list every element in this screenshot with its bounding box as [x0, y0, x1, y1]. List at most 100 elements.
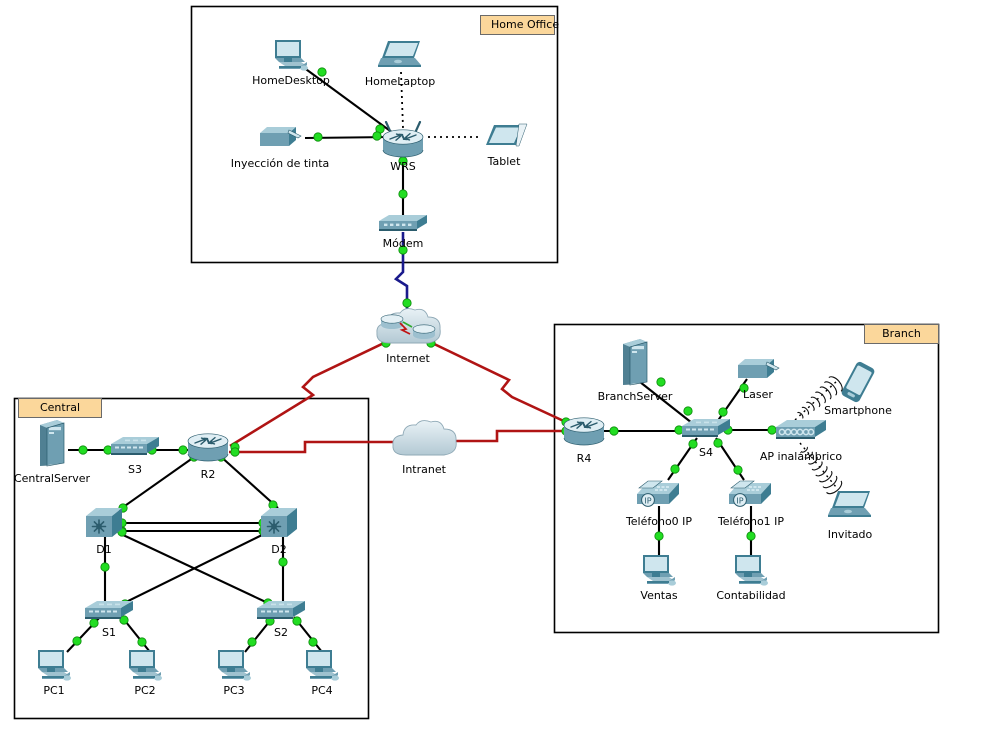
link-D1-to-S2[interactable] — [120, 533, 271, 605]
device-pc1[interactable]: PC1 — [34, 648, 74, 697]
zone-tag-branch[interactable]: Branch — [864, 324, 939, 344]
device-internet[interactable]: Internet — [372, 305, 444, 365]
link-status-dot — [656, 377, 666, 387]
device-s3[interactable]: S3 — [109, 435, 161, 476]
link-BranchServer-to-S4[interactable] — [639, 381, 693, 424]
device-centralserver[interactable]: CentralServer — [14, 419, 90, 485]
device-branchserver[interactable]: BranchServer — [598, 338, 672, 403]
ipphone-icon: IP — [727, 478, 775, 514]
device-label-laser: Laser — [743, 388, 773, 401]
device-label-telefono1ip: Teléfono1 IP — [717, 515, 785, 528]
device-pc4[interactable]: PC4 — [302, 648, 342, 697]
device-label-tablet: Tablet — [487, 155, 521, 168]
link-HomeDesktop-to-WRS[interactable] — [302, 66, 394, 134]
switch-icon — [255, 599, 307, 625]
link-status-dot — [278, 557, 288, 567]
link-Internet-to-R4[interactable] — [429, 340, 569, 425]
device-modem[interactable]: Módem — [377, 213, 429, 250]
server-icon — [37, 419, 67, 471]
server-icon — [620, 338, 650, 390]
zone-tag-central[interactable]: Central — [18, 398, 102, 418]
laptop-icon — [376, 40, 424, 74]
ap-icon — [774, 418, 828, 446]
link-D2-to-S1[interactable] — [121, 533, 265, 605]
device-r2[interactable]: R2 — [185, 432, 231, 481]
device-laser[interactable]: Laser — [736, 357, 780, 401]
printer-icon — [736, 357, 780, 387]
device-pc2[interactable]: PC2 — [125, 648, 165, 697]
link-R2-to-D2[interactable] — [218, 454, 279, 509]
mlswitch-icon — [259, 506, 299, 544]
link-status-dot — [313, 132, 323, 142]
device-label-ventas: Ventas — [640, 589, 678, 602]
router-icon — [185, 432, 231, 466]
svg-text:IP: IP — [736, 496, 743, 505]
device-label-r2: R2 — [200, 468, 216, 481]
link-status-dot — [609, 426, 619, 436]
device-intranet[interactable]: Intranet — [388, 417, 460, 476]
zone-tag-home-office[interactable]: Home Office — [480, 15, 559, 35]
device-pc3[interactable]: PC3 — [214, 648, 254, 697]
link-status-dot — [398, 189, 408, 199]
device-label-invitado: Invitado — [827, 528, 873, 541]
device-telefono0ip[interactable]: IP Teléfono0 IP — [626, 478, 692, 528]
device-label-centralserver: CentralServer — [13, 472, 91, 485]
device-label-s3: S3 — [128, 463, 142, 476]
device-s4[interactable]: S4 — [680, 417, 732, 459]
link-status-dot — [398, 245, 408, 255]
link-status-dot — [78, 445, 88, 455]
link-R2-to-Intranet[interactable] — [229, 440, 398, 454]
tablet-icon — [480, 121, 528, 155]
device-tablet[interactable]: Tablet — [480, 121, 528, 168]
device-label-pc1: PC1 — [43, 684, 65, 697]
router-icon — [561, 416, 607, 450]
link-status-dot — [372, 131, 382, 141]
link-status-dot — [713, 438, 723, 448]
link-Modem-to-Internet[interactable] — [393, 232, 409, 310]
pc-icon — [639, 553, 679, 591]
svg-text:IP: IP — [644, 496, 651, 505]
device-inyecciontinta[interactable]: Inyección de tinta — [231, 125, 329, 170]
switch-icon — [109, 435, 161, 461]
link-R2-to-D1[interactable] — [118, 454, 198, 511]
pc-icon — [125, 648, 165, 686]
pc-icon — [271, 38, 311, 76]
device-label-pc2: PC2 — [134, 684, 156, 697]
device-wrs[interactable]: WRS — [377, 120, 429, 173]
link-status-dot — [317, 67, 327, 77]
device-ventas[interactable]: Ventas — [639, 553, 679, 602]
device-homedesktop[interactable]: HomeDesktop — [252, 38, 330, 87]
link-status-dot — [739, 383, 749, 393]
link-status-dot — [72, 636, 82, 646]
device-label-homelaptop: HomeLaptop — [364, 75, 436, 88]
wrouter-icon — [377, 120, 429, 163]
link-status-dot — [733, 465, 743, 475]
modem-icon — [377, 213, 429, 237]
device-label-contabilidad: Contabilidad — [716, 589, 786, 602]
device-contabilidad[interactable]: Contabilidad — [716, 553, 786, 602]
link-status-dot — [402, 298, 412, 308]
device-invitado[interactable]: Invitado — [826, 490, 874, 541]
device-smartphone[interactable]: Smartphone — [824, 359, 892, 417]
device-r4[interactable]: R4 — [561, 416, 607, 465]
device-d2[interactable]: D2 — [259, 506, 299, 556]
cloud-icon — [388, 417, 460, 467]
device-homelaptop[interactable]: HomeLaptop — [365, 40, 435, 88]
device-label-smartphone: Smartphone — [824, 404, 892, 417]
device-s1[interactable]: S1 — [83, 599, 135, 639]
link-Internet-to-R2[interactable] — [229, 340, 387, 448]
device-apinalambrico[interactable]: AP inalámbrico — [760, 418, 842, 463]
link-status-dot — [683, 406, 693, 416]
pc-icon — [214, 648, 254, 686]
device-s2[interactable]: S2 — [255, 599, 307, 639]
link-Intranet-to-R4[interactable] — [449, 429, 568, 443]
device-telefono1ip[interactable]: IP Teléfono1 IP — [718, 478, 784, 528]
device-d1[interactable]: D1 — [84, 506, 124, 556]
cloud-icon — [372, 305, 444, 355]
device-label-r4: R4 — [576, 452, 592, 465]
link-status-dot — [137, 637, 147, 647]
device-label-apinalambrico: AP inalámbrico — [759, 450, 843, 463]
device-label-s2: S2 — [274, 626, 288, 639]
switch-icon — [83, 599, 135, 625]
